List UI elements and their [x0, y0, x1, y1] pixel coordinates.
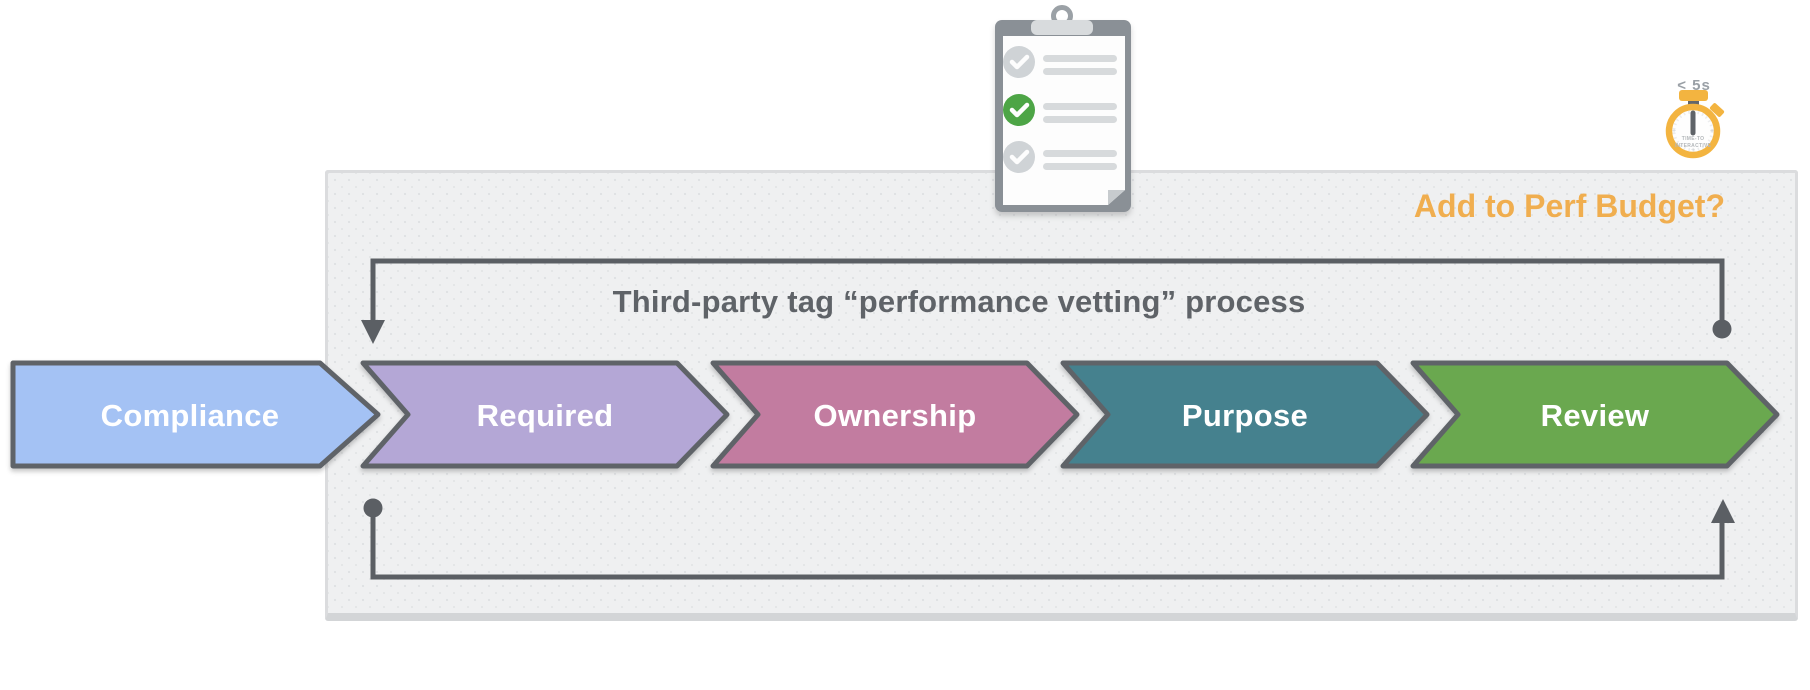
text-line [1043, 55, 1117, 62]
check-mark-icon [1009, 102, 1030, 118]
feedback-loop-top [361, 258, 1732, 344]
clipboard-clip [1031, 20, 1093, 35]
loop-bottom-arrowhead-icon [1711, 499, 1735, 523]
step-compliance-label: Compliance [101, 398, 280, 433]
loop-top-line [370, 258, 1725, 322]
check-mark-icon [1009, 54, 1030, 70]
stopwatch-face-label-1: TIME-TO [1682, 136, 1705, 142]
text-line [1043, 163, 1117, 170]
stopwatch-face-label-2: INTERACTIVE [1675, 143, 1712, 149]
checklist-item [1003, 94, 1117, 126]
stopwatch-tick-ring [1672, 110, 1714, 152]
perf-budget-question: Add to Perf Budget? [1413, 188, 1725, 224]
loop-top-arrowhead-icon [361, 320, 385, 344]
text-line [1043, 116, 1117, 123]
step-required-label: Required [477, 398, 614, 433]
stopwatch-mark: + [1672, 128, 1676, 135]
loop-bottom-start-dot [363, 498, 383, 518]
stopwatch-mark: + [1691, 147, 1695, 154]
step-review-label: Review [1541, 398, 1650, 433]
checklist-item [1003, 141, 1117, 173]
loop-top-start-dot [1712, 319, 1732, 339]
checklist-item [1003, 46, 1117, 78]
step-review-arrow [1410, 360, 1780, 469]
loop-bottom-line [370, 512, 1725, 580]
text-line [1043, 103, 1117, 110]
step-purpose-arrow [1060, 360, 1430, 469]
step-ownership-label: Ownership [814, 398, 977, 433]
check-mark-icon [1009, 149, 1030, 165]
stopwatch-time-label: < 5s [1677, 77, 1711, 94]
stopwatch-mark: + [1710, 128, 1714, 135]
step-compliance-arrow [10, 360, 381, 469]
stopwatch-icon: < 5s + + + TIME-TO INTERACTIVE [1665, 77, 1725, 159]
step-ownership-arrow [710, 360, 1080, 469]
diagram-title: Third-party tag “performance vetting” pr… [612, 284, 1306, 319]
text-line [1043, 150, 1117, 157]
stopwatch-cap [1679, 90, 1708, 101]
process-steps [10, 360, 1780, 469]
text-line [1043, 68, 1117, 75]
stopwatch-side-button [1709, 103, 1725, 117]
feedback-loop-bottom [363, 498, 1735, 580]
clipboard-paper-fold [1108, 190, 1125, 205]
checklist-clipboard-icon [995, 5, 1131, 212]
step-required-arrow [360, 360, 730, 469]
step-purpose-label: Purpose [1182, 398, 1308, 433]
process-step-labels: Compliance Required Ownership Purpose Re… [101, 398, 1650, 433]
